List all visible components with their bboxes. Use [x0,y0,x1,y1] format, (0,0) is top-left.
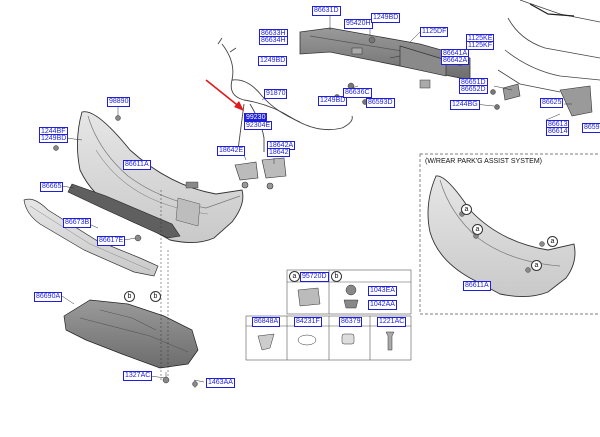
part-label-91870[interactable]: 91870 [264,89,288,99]
part-label-86614[interactable]: 86614 [546,127,570,136]
part-label-1327ac[interactable]: 1327AC [123,371,153,381]
part-label-98890[interactable]: 98890 [107,97,131,107]
part-label-86634h[interactable]: 86634H [259,36,288,45]
hardware-fasteners [53,115,198,387]
vehicle-rear-outline [497,0,600,93]
part-label-1125df[interactable]: 1125DF [420,27,449,37]
inset-marker-a-3: a [547,236,558,247]
detail-table [245,269,412,361]
part-label-86379[interactable]: 86379 [339,317,363,327]
inset-marker-a-2: a [472,224,483,235]
bumper-garnish-strip [67,183,181,239]
part-label-18642e[interactable]: 18642E [217,146,246,156]
part-label-1244bg[interactable]: 1244BG [450,100,480,110]
part-label-86848a[interactable]: 86848A [252,317,281,327]
part-label-86690a[interactable]: 86690A [34,292,63,302]
part-label-95420h[interactable]: 95420H [344,19,373,29]
part-label-95720d[interactable]: 95720D [300,272,329,282]
part-label-86673b[interactable]: 86673B [63,218,92,228]
detail-marker-a: a [289,271,300,282]
inset-caption: (W/REAR PARK'G ASSIST SYSTEM) [425,158,542,165]
part-label-1249bd-side[interactable]: 1249BD [39,134,69,143]
part-label-1221ac[interactable]: 1221AC [377,317,407,327]
part-label-1249bd-top[interactable]: 1249BD [371,13,401,23]
bumper-beam [299,27,471,89]
side-brackets [502,83,593,117]
callout-marker-b: b [150,291,161,302]
lower-trim [23,198,159,277]
inset-marker-a-4: a [531,260,542,271]
detail-table-parts [257,284,395,351]
callout-marker-b-2: b [124,291,135,302]
part-label-86652d[interactable]: 86652D [459,85,488,94]
under-cover [63,299,199,369]
part-label-86611a[interactable]: 86611A [123,160,151,170]
detail-marker-b: b [331,271,342,282]
part-label-1125kf[interactable]: 1125KF [466,41,494,50]
part-label-84231f[interactable]: 84231F [294,317,322,327]
part-label-1249bd-mid[interactable]: 1249BD [318,96,348,106]
part-label-86665[interactable]: 86665 [40,182,64,192]
part-label-86625[interactable]: 86625 [540,98,564,108]
part-label-86642a[interactable]: 86642A [441,56,470,65]
part-label-86611a-inset[interactable]: 86611A [463,281,491,291]
parking-sensors [234,157,287,190]
part-label-1463aa[interactable]: 1463AA [206,378,235,388]
inset-marker-a: a [461,204,472,215]
part-label-86617e[interactable]: 86617E [97,236,126,246]
inset-box [419,153,600,315]
part-label-1249bd-left[interactable]: 1249BD [258,56,288,66]
part-label-1042aa[interactable]: 1042AA [368,300,397,310]
part-label-86593d[interactable]: 86593D [366,98,395,108]
part-label-92304e[interactable]: 92304E [244,121,273,130]
part-label-8659[interactable]: 8659 [582,123,600,133]
callout-arrow [205,79,244,111]
part-label-1043ea[interactable]: 1043EA [368,286,397,296]
part-label-18642[interactable]: 18642 [267,148,291,157]
part-label-86631d[interactable]: 86631D [312,6,341,16]
part-label-86636c[interactable]: 86636C [343,88,372,98]
